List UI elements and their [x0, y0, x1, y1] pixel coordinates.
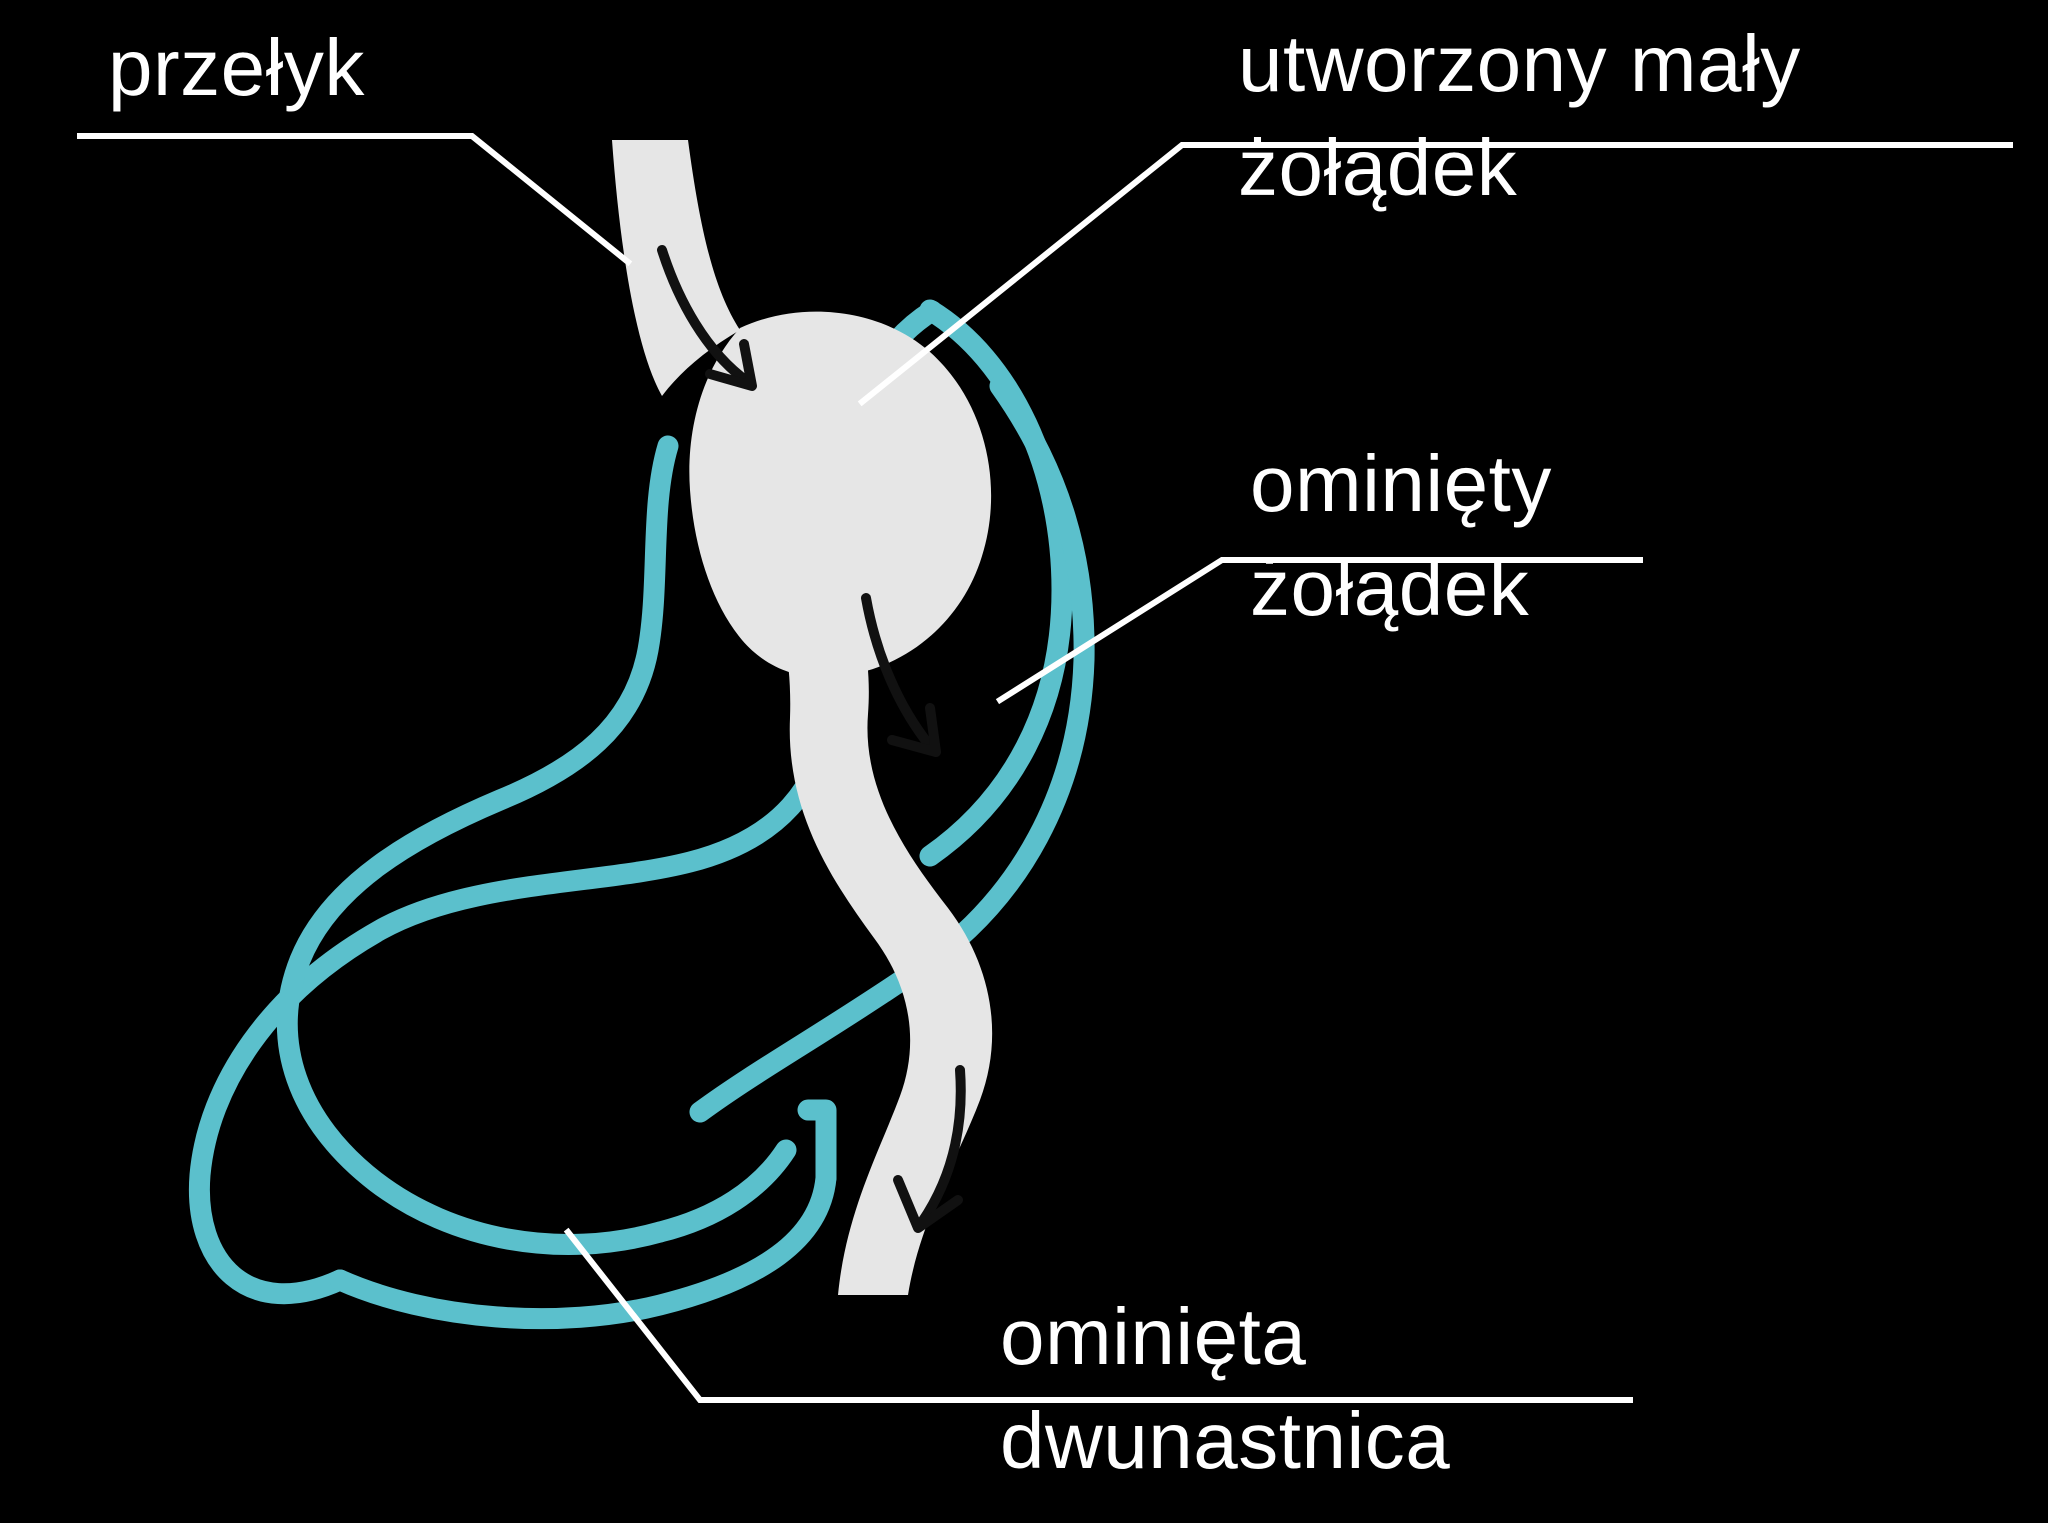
label-bypassed-duodenum-line-2: dwunastnica [1000, 1396, 1451, 1485]
label-bypassed-stomach: ominięty żołądek [1250, 432, 1552, 640]
label-small-pouch-line-2: żołądek [1238, 123, 1518, 212]
down-arrow-icon-esophagus [657, 245, 757, 391]
roux-limb-shape [756, 560, 993, 1295]
bypassed-stomach-outline [188, 299, 1095, 1330]
down-arrow-icon-roux-limb [893, 1065, 966, 1233]
flow-arrows [657, 245, 966, 1233]
leader-lines [77, 133, 2013, 1403]
leader-line-esophagus [77, 133, 633, 267]
label-esophagus: przełyk [108, 16, 365, 120]
label-bypassed-stomach-line-1: ominięty [1250, 439, 1552, 528]
down-arrow-icon-pouch-outlet [861, 593, 941, 757]
leader-line-bypassed-duodenum [563, 1227, 1633, 1403]
stomach-antrum-inner [649, 1139, 797, 1243]
label-bypassed-stomach-line-2: żołądek [1250, 543, 1530, 632]
stomach-inner-wall [276, 435, 679, 1255]
bypassed-duodenum-stub [797, 1099, 837, 1189]
stomach-right-wall-inner [689, 375, 1095, 1123]
stomach-antrum-outer [329, 1167, 837, 1330]
digestive-tract-path [612, 140, 993, 1295]
gastric-pouch-shape [689, 311, 992, 678]
label-bypassed-duodenum-line-1: ominięta [1000, 1292, 1307, 1381]
label-esophagus-line-1: przełyk [108, 23, 365, 112]
label-bypassed-duodenum: ominięta dwunastnica [1000, 1285, 1450, 1493]
leader-line-bypassed-stomach [995, 557, 1643, 705]
stomach-right-wall [919, 299, 1073, 867]
label-small-pouch-line-1: utworzony mały [1238, 19, 1801, 108]
label-small-pouch: utworzony mały żołądek [1238, 12, 1801, 220]
esophagus-shape [612, 140, 740, 396]
leader-line-small-pouch [857, 142, 2013, 407]
